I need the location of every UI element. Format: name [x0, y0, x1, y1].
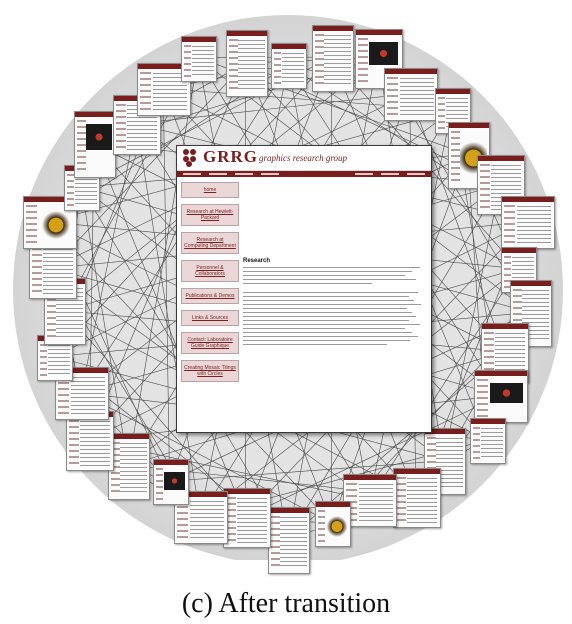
- focused-page[interactable]: GRRG graphics research group home Resear…: [176, 145, 432, 433]
- link-edge: [169, 460, 444, 482]
- menu-item-research-hp[interactable]: Research at Hewlett-Packard: [181, 204, 239, 226]
- page-thumbnail[interactable]: [312, 25, 354, 92]
- link-edge: [409, 93, 505, 352]
- link-edge: [80, 123, 137, 394]
- page-thumbnail[interactable]: [393, 468, 441, 528]
- page-thumbnail[interactable]: [66, 411, 114, 471]
- page-thumbnail[interactable]: [268, 507, 310, 574]
- menu-item-home[interactable]: home: [181, 182, 239, 198]
- menu-item-contact[interactable]: Contact: Laboratoire Guide Graphique: [181, 332, 239, 354]
- page-thumbnail[interactable]: [271, 43, 307, 89]
- link-edge: [136, 93, 410, 125]
- logo-text: GRRG: [203, 147, 258, 166]
- page-thumbnail[interactable]: [384, 68, 438, 121]
- page-thumbnail[interactable]: [501, 196, 555, 249]
- nav-bar[interactable]: [177, 171, 431, 177]
- page-thumbnail[interactable]: [226, 30, 268, 97]
- link-edge: [245, 395, 501, 518]
- page-thumbnail[interactable]: [181, 36, 217, 82]
- page-thumbnail[interactable]: [470, 418, 506, 464]
- graph-view[interactable]: GRRG graphics research group home Resear…: [0, 0, 572, 574]
- site-subtitle: graphics research group: [259, 153, 347, 163]
- side-menu: home Research at Hewlett-Packard Researc…: [181, 182, 239, 428]
- menu-item-publications[interactable]: Publications & Demos: [181, 288, 239, 304]
- link-edge: [89, 62, 246, 441]
- link-edge: [162, 88, 170, 482]
- link-edge: [443, 184, 501, 461]
- link-edge: [63, 310, 246, 518]
- page-thumbnail[interactable]: [474, 370, 528, 423]
- page-thumbnail[interactable]: [343, 474, 397, 527]
- link-edge: [80, 186, 129, 466]
- menu-item-mosaic[interactable]: Creating Mosaic Tilings with Circles: [181, 360, 239, 382]
- link-edge: [136, 123, 201, 517]
- page-thumbnail[interactable]: [55, 367, 109, 420]
- page-thumbnail[interactable]: [355, 29, 403, 89]
- menu-item-research-computing[interactable]: Research at Computing Department: [181, 232, 239, 254]
- page-thumbnail[interactable]: [108, 433, 150, 500]
- page-content: Research: [243, 182, 427, 428]
- logo-icon: [183, 149, 201, 167]
- menu-item-links[interactable]: Links & Sources: [181, 310, 239, 326]
- page-thumbnail[interactable]: [223, 488, 271, 548]
- menu-item-personnel[interactable]: Personnel & Collaborators: [181, 260, 239, 282]
- page-thumbnail[interactable]: [74, 111, 116, 178]
- link-edge: [369, 268, 519, 500]
- link-edge: [81, 392, 332, 524]
- body-text: [243, 267, 427, 345]
- link-edge: [51, 62, 246, 269]
- page-header: GRRG graphics research group: [177, 146, 431, 171]
- page-thumbnail[interactable]: [153, 459, 189, 505]
- figure-caption: (c) After transition: [181, 588, 391, 619]
- page-thumbnail[interactable]: [315, 501, 351, 547]
- section-title: Research: [243, 258, 271, 264]
